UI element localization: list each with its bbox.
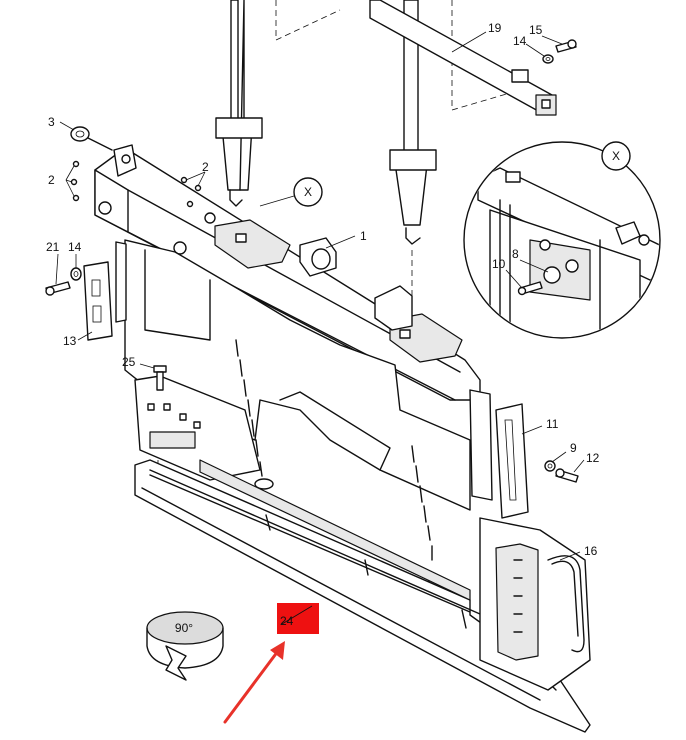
callout-3: 3 <box>48 115 55 129</box>
callout-25: 25 <box>122 355 136 369</box>
callout-12: 12 <box>586 451 600 465</box>
highlight-label: 24 <box>280 614 294 628</box>
end-panel-16 <box>479 517 591 691</box>
callout-2-left: 2 <box>48 173 55 187</box>
bracket-11 <box>469 389 529 519</box>
guide-line <box>451 0 521 111</box>
detail-marker-inset: X <box>601 141 631 171</box>
base-rail <box>134 459 591 733</box>
callout-14-top: 14 <box>513 34 527 48</box>
pointer-arrow <box>223 641 285 724</box>
main-beam-1 <box>94 144 481 401</box>
callout-14-left: 14 <box>68 240 82 254</box>
callout-19: 19 <box>488 21 502 35</box>
crossbar-19 <box>369 0 557 116</box>
callout-1: 1 <box>360 229 367 243</box>
callout-16: 16 <box>584 544 598 558</box>
washer-9 <box>544 460 556 472</box>
callout-8: 8 <box>512 247 519 261</box>
svg-text:X: X <box>612 149 620 163</box>
callout-13: 13 <box>63 334 77 348</box>
callout-15: 15 <box>529 23 543 37</box>
chain-left <box>235 339 274 490</box>
callout-21: 21 <box>46 240 60 254</box>
guide-line <box>275 0 341 41</box>
rotation-icon: 90° <box>146 611 224 681</box>
bolt-21 <box>45 281 71 296</box>
callout-10: 10 <box>492 257 506 271</box>
callout-11: 11 <box>546 417 559 431</box>
svg-text:X: X <box>304 185 312 199</box>
callout-9: 9 <box>570 441 577 455</box>
right-mast <box>389 0 437 245</box>
washer-14-left <box>70 267 82 281</box>
screws-2-top <box>180 171 206 208</box>
bolt-12 <box>555 468 579 483</box>
side-panel-13 <box>83 241 127 341</box>
front-plate <box>134 375 261 481</box>
detail-marker-main: X <box>259 177 323 207</box>
eye-bolt-3 <box>70 126 113 151</box>
bolt-25 <box>153 365 167 391</box>
callouts: 1 2 2 3 8 9 10 11 12 13 14 14 15 16 19 2… <box>46 21 600 561</box>
highlight-24: 24 <box>277 603 319 634</box>
detail-inset <box>463 141 661 339</box>
washer-14-top <box>542 54 554 64</box>
screws-2-left <box>65 160 80 202</box>
left-mast <box>215 0 263 207</box>
bolt-15 <box>555 39 577 53</box>
rotation-label: 90° <box>175 621 193 635</box>
callout-2-top: 2 <box>202 160 209 174</box>
